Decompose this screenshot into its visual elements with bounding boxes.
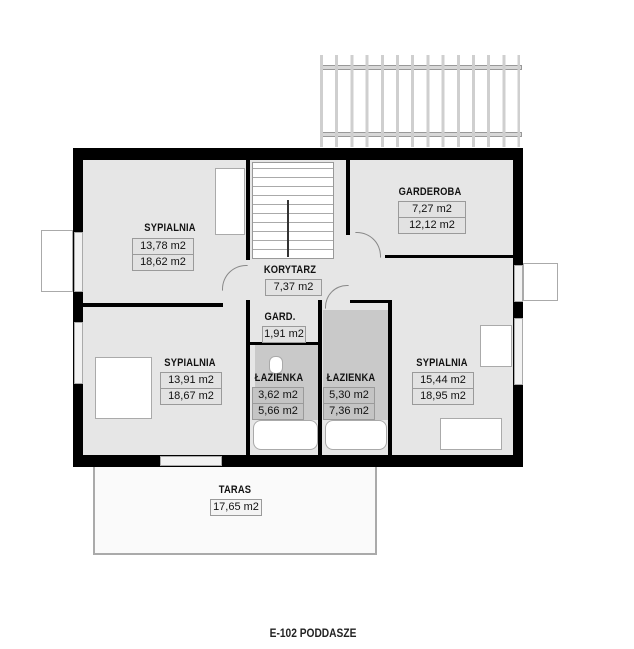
area-box-terrace: 17,65 m2 xyxy=(210,499,262,516)
plan-caption: E-102 PODDASZE xyxy=(269,626,357,640)
window-west-2[interactable] xyxy=(74,322,83,384)
area-usable: 3,62 m2 xyxy=(258,389,298,401)
area-box-corridor: 7,37 m2 xyxy=(265,279,322,296)
area-usable: 5,30 m2 xyxy=(329,389,369,401)
area-usable: 13,91 m2 xyxy=(168,374,214,386)
area-total: 12,12 m2 xyxy=(399,217,465,233)
bed xyxy=(215,168,245,235)
window-west-1[interactable] xyxy=(74,232,83,292)
wall-east xyxy=(513,148,523,467)
area-box-bathroom-1: 3,62 m2 5,66 m2 xyxy=(252,387,304,420)
room-name-bedroom-nw: SYPIALNIA xyxy=(144,222,196,234)
area-box-wardrobe: 7,27 m2 12,12 m2 xyxy=(398,201,466,234)
wall-south xyxy=(73,455,523,467)
area-total: 18,95 m2 xyxy=(413,388,473,404)
area-total: 18,67 m2 xyxy=(161,388,221,404)
wall-interior xyxy=(246,160,250,260)
area-box-bedroom-e: 15,44 m2 18,95 m2 xyxy=(412,372,474,405)
pergola xyxy=(320,55,522,147)
wall-north xyxy=(73,148,523,160)
wall-interior xyxy=(346,160,350,235)
wall-west xyxy=(73,148,83,467)
pergola-slats xyxy=(320,55,520,147)
room-name-bedroom-e: SYPIALNIA xyxy=(416,357,468,369)
balcony-east xyxy=(523,263,558,301)
wall-interior xyxy=(83,303,223,307)
area-total: 7,36 m2 xyxy=(324,403,374,419)
room-name-terrace: TARAS xyxy=(218,484,252,496)
area-total: 5,66 m2 xyxy=(253,403,303,419)
area-usable: 17,65 m2 xyxy=(213,501,259,513)
wall-interior xyxy=(246,300,250,455)
area-usable: 1,91 m2 xyxy=(264,328,304,340)
balcony-west xyxy=(41,230,73,292)
area-box-closet: 1,91 m2 xyxy=(262,326,306,343)
wall-interior xyxy=(250,342,318,345)
desk xyxy=(480,325,512,367)
room-name-wardrobe: GARDEROBA xyxy=(398,186,462,198)
window-east-1[interactable] xyxy=(514,265,523,302)
area-box-bathroom-2: 5,30 m2 7,36 m2 xyxy=(323,387,375,420)
stair-rail xyxy=(287,200,289,257)
room-name-bedroom-sw: SYPIALNIA xyxy=(164,357,216,369)
room-name-bathroom-1: ŁAZIENKA xyxy=(254,372,304,384)
area-box-bedroom-nw: 13,78 m2 18,62 m2 xyxy=(132,238,194,271)
wall-interior xyxy=(388,300,392,455)
area-usable: 7,27 m2 xyxy=(412,203,452,215)
bathtub xyxy=(325,420,387,450)
window-south[interactable] xyxy=(160,456,222,466)
room-name-closet: GARD. xyxy=(264,311,296,323)
wall-interior xyxy=(318,300,322,455)
room-name-bathroom-2: ŁAZIENKA xyxy=(326,372,376,384)
area-usable: 7,37 m2 xyxy=(273,281,314,293)
wall-interior xyxy=(350,300,390,303)
window-east-2[interactable] xyxy=(514,318,523,385)
area-total: 18,62 m2 xyxy=(133,254,193,270)
wall-interior xyxy=(385,255,513,258)
room-name-corridor: KORYTARZ xyxy=(263,264,317,276)
bed xyxy=(95,357,152,419)
area-usable: 13,78 m2 xyxy=(140,240,186,252)
staircase xyxy=(252,162,334,259)
toilet xyxy=(269,356,283,374)
area-box-bedroom-sw: 13,91 m2 18,67 m2 xyxy=(160,372,222,405)
area-usable: 15,44 m2 xyxy=(420,374,466,386)
bed xyxy=(440,418,502,450)
bathtub xyxy=(253,420,318,450)
